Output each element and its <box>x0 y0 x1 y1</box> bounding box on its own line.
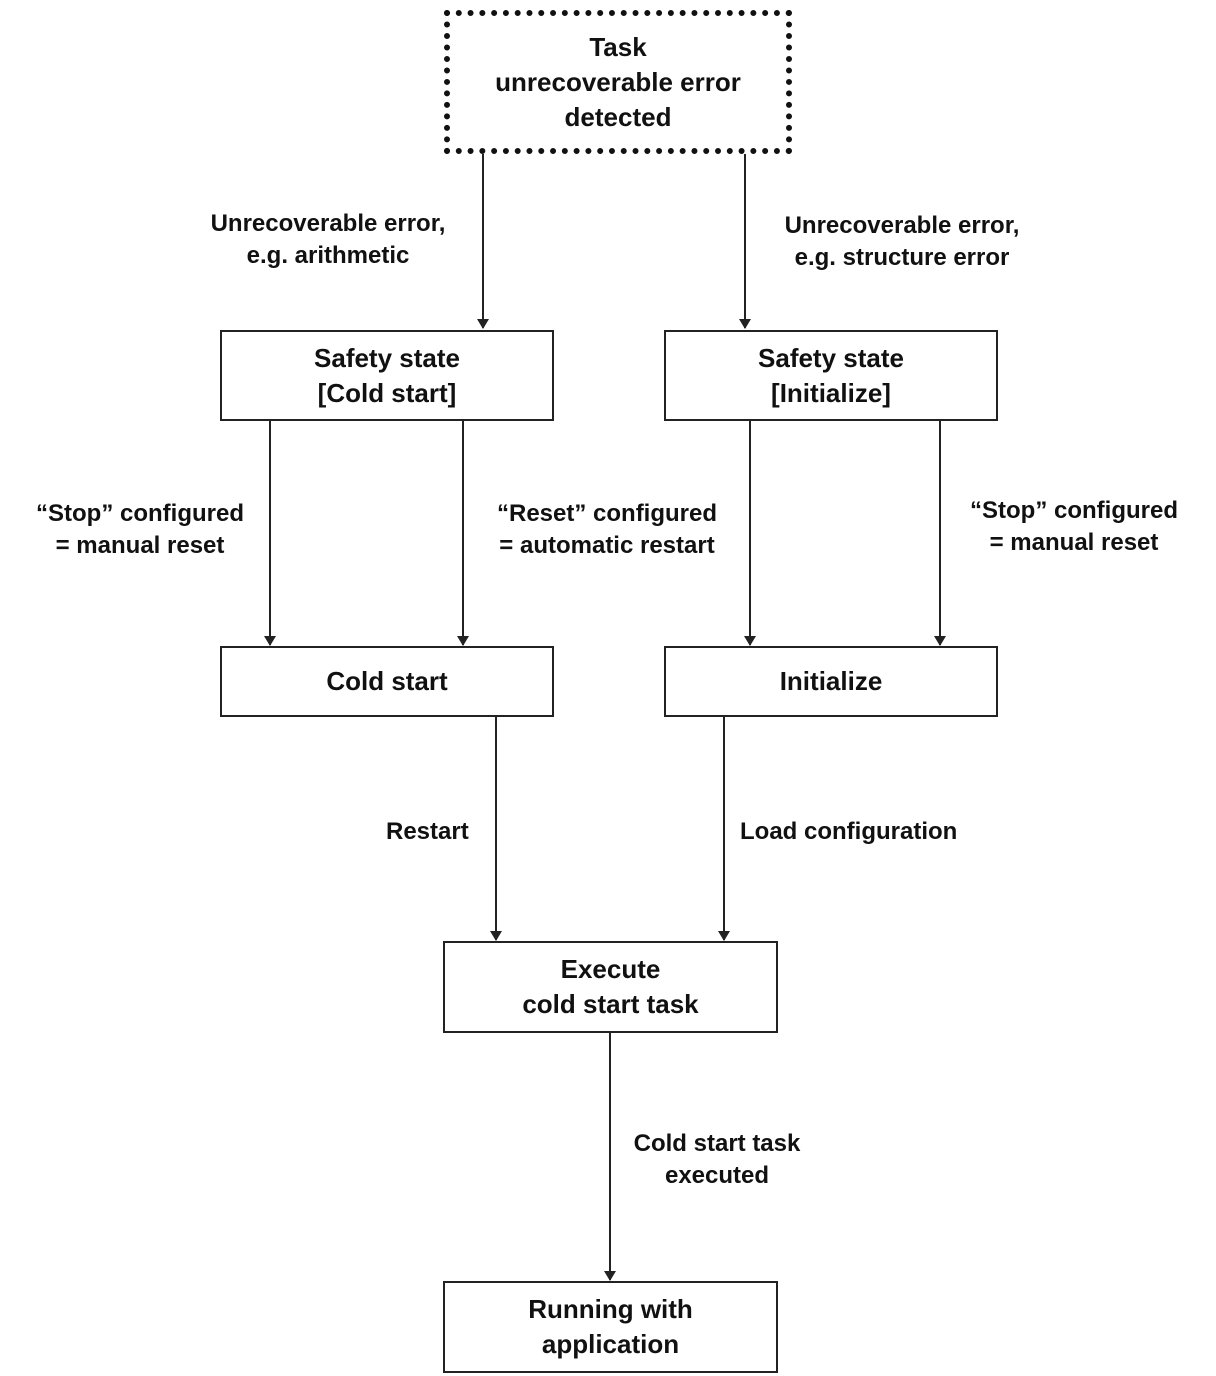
node-task-error-line2: unrecoverable error <box>495 66 741 97</box>
node-running-line2: application <box>541 1329 680 1359</box>
node-initialize: Initialize <box>664 646 998 717</box>
node-safety-init-line1: Safety state <box>758 342 904 373</box>
edge-label-stop-right-line1: “Stop” configured <box>970 497 1178 524</box>
edge-label-restart: Restart <box>386 816 469 848</box>
node-safety-cold-line1: Safety state <box>314 342 460 373</box>
node-running-with-application: Running with application <box>443 1281 778 1373</box>
edge-label-stop-right: “Stop” configured = manual reset <box>944 495 1204 559</box>
node-safety-cold-line2: [Cold start] <box>317 377 457 408</box>
node-task-error-line1: Task <box>589 31 647 62</box>
edge-label-restart-line1: Restart <box>386 818 469 845</box>
node-initialize-line1: Initialize <box>779 666 883 696</box>
edge-label-stop-left-line2: = manual reset <box>55 532 225 559</box>
edge-label-cold-start-task-executed: Cold start task executed <box>612 1128 822 1192</box>
edge-label-stop-right-line2: = manual reset <box>989 529 1159 556</box>
edge-label-arithmetic: Unrecoverable error, e.g. arithmetic <box>178 208 478 272</box>
node-cold-start-line1: Cold start <box>326 666 448 696</box>
node-task-error-line3: detected <box>564 101 672 132</box>
node-task-error: Task unrecoverable error detected <box>444 10 792 154</box>
edge-label-load-configuration-line1: Load configuration <box>740 818 958 845</box>
edge-label-load-configuration: Load configuration <box>740 816 957 848</box>
edge-label-stop-left-line1: “Stop” configured <box>36 500 244 527</box>
edge-label-stop-left: “Stop” configured = manual reset <box>12 498 268 562</box>
node-execute-line2: cold start task <box>522 989 699 1019</box>
edge-label-executed-line2: executed <box>664 1162 770 1189</box>
edge-label-arithmetic-line2: e.g. arithmetic <box>246 242 410 269</box>
node-running-line1: Running with <box>528 1294 693 1324</box>
node-safety-init-line2: [Initialize] <box>771 377 891 408</box>
edge-label-reset-line1: “Reset” configured <box>496 500 718 527</box>
node-execute-cold-start-task: Execute cold start task <box>443 941 778 1033</box>
edge-label-executed-line1: Cold start task <box>633 1130 801 1157</box>
node-safety-cold-start: Safety state [Cold start] <box>220 330 554 421</box>
edge-label-reset-line2: = automatic restart <box>499 532 715 559</box>
edge-label-structure: Unrecoverable error, e.g. structure erro… <box>752 210 1052 274</box>
edge-label-structure-line1: Unrecoverable error, <box>784 212 1020 239</box>
node-execute-line1: Execute <box>560 954 661 984</box>
edge-label-arithmetic-line1: Unrecoverable error, <box>210 210 446 237</box>
edge-label-structure-line2: e.g. structure error <box>794 244 1010 271</box>
node-cold-start: Cold start <box>220 646 554 717</box>
edge-label-reset: “Reset” configured = automatic restart <box>472 498 742 562</box>
node-safety-initialize: Safety state [Initialize] <box>664 330 998 421</box>
